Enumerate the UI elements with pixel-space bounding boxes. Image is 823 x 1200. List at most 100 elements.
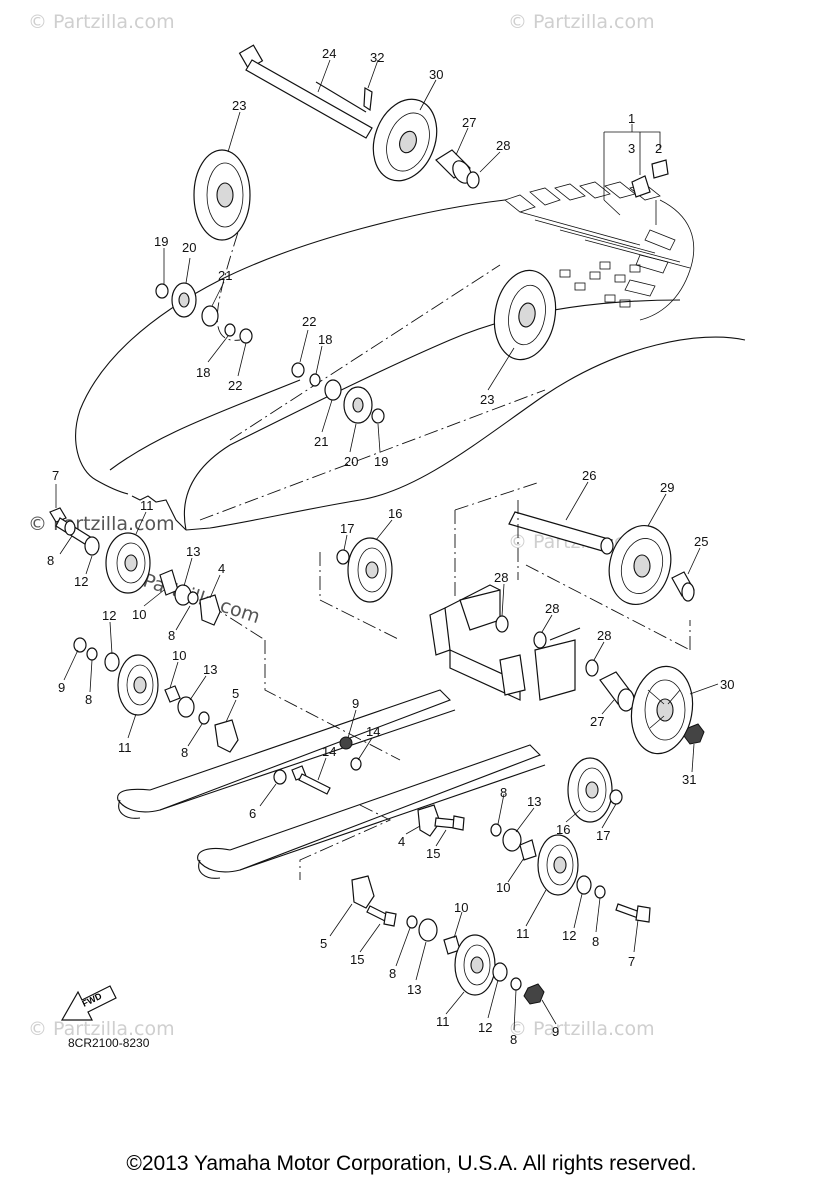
callout: 1: [628, 111, 635, 126]
callout: 10: [172, 648, 186, 663]
callout: 13: [407, 982, 421, 997]
wheel-23-right: [493, 269, 557, 361]
washer-14-a: [350, 757, 362, 771]
callout: 11: [516, 926, 530, 941]
spacer-13-c: [502, 828, 522, 852]
callout: 27: [590, 714, 604, 729]
washer-18: [224, 323, 236, 337]
callout: 16: [388, 506, 402, 521]
spacer-21: [201, 305, 219, 327]
washer-12-c: [576, 875, 592, 895]
callout: 12: [478, 1020, 492, 1035]
nut-31: [683, 723, 705, 745]
nut-19: [155, 283, 169, 299]
callout: 8: [389, 966, 396, 981]
callout: 18: [318, 332, 332, 347]
washer-14-b: [273, 769, 287, 785]
callout: 23: [232, 98, 246, 113]
bolt-7-right: [615, 903, 651, 923]
callout: 25: [694, 534, 708, 549]
callout: 28: [496, 138, 510, 153]
callout: 9: [352, 696, 359, 711]
callout: 8: [592, 934, 599, 949]
copyright-notice: ©2013 Yamaha Motor Corporation, U.S.A. A…: [126, 1152, 697, 1175]
callout: 30: [429, 67, 443, 82]
leader-lines: [55, 59, 719, 1031]
callout: 8: [168, 628, 175, 643]
collar-27-upper: [435, 149, 472, 184]
wheel-29: [608, 524, 672, 606]
callout: 22: [228, 378, 242, 393]
callout: 4: [218, 561, 225, 576]
callout: 20: [344, 454, 358, 469]
callout: 2: [655, 141, 662, 156]
callout: 15: [426, 846, 440, 861]
callout: 19: [374, 454, 388, 469]
wheel-16-upper: [347, 537, 393, 603]
washer-22b: [291, 362, 305, 378]
washer-12-b: [104, 652, 120, 672]
callout: 10: [454, 900, 468, 915]
bearing-20: [171, 282, 197, 318]
washer-18b: [309, 373, 321, 387]
callout: 12: [562, 928, 576, 943]
fwd-arrow-icon: FWD: [60, 985, 117, 1021]
washer-8-b: [187, 591, 199, 605]
bolt-6: [291, 765, 331, 795]
watermark: © Partzilla.com: [508, 1018, 655, 1040]
spacer-13-d: [418, 918, 438, 942]
callout: 17: [340, 521, 354, 536]
washer-8-h: [510, 977, 522, 991]
callout: 13: [203, 662, 217, 677]
callout: 8: [510, 1032, 517, 1047]
washer-12-a: [84, 536, 100, 556]
washer-8-f: [594, 885, 606, 899]
washer-22: [239, 328, 253, 344]
callout: 14: [322, 744, 336, 759]
collar-25: [671, 571, 695, 602]
wheel-30-upper: [372, 98, 438, 182]
wheel-16-lower: [567, 757, 613, 823]
callout: 19: [154, 234, 168, 249]
spacer-13-b: [177, 696, 195, 718]
bracket-4-b: [417, 804, 441, 837]
callout: 8: [500, 785, 507, 800]
bolt-15-a: [434, 815, 465, 831]
callout: 29: [660, 480, 674, 495]
callout: 22: [302, 314, 316, 329]
track-belt: [75, 181, 746, 531]
callout: 8: [47, 553, 54, 568]
suspension-frame: [429, 584, 581, 701]
callout: 9: [58, 680, 65, 695]
washer-28-b: [533, 631, 547, 649]
callout: 17: [596, 828, 610, 843]
wheel-11-a: [105, 532, 151, 594]
callout: 11: [118, 740, 132, 755]
callout: 28: [494, 570, 508, 585]
watermark: © Partzilla.com: [508, 11, 655, 33]
callout: 31: [682, 772, 696, 787]
callout: 21: [314, 434, 328, 449]
callout: 10: [132, 607, 146, 622]
wheel-23-left: [193, 149, 251, 241]
washer-8-a: [64, 520, 76, 536]
callout: 27: [462, 115, 476, 130]
callout: 28: [545, 601, 559, 616]
callout: 28: [597, 628, 611, 643]
callout: 8: [85, 692, 92, 707]
callout: 20: [182, 240, 196, 255]
wheel-11-d: [454, 934, 496, 996]
callout: 6: [249, 806, 256, 821]
washer-17-lower: [609, 789, 623, 805]
washer-8-c: [86, 647, 98, 661]
callout: 18: [196, 365, 210, 380]
callout: 7: [52, 468, 59, 483]
nut-17: [336, 549, 350, 565]
washer-8-e: [490, 823, 502, 837]
callout-labels: 24 32 30 27 28 1 3 2 23 19 20 21 18 22 2…: [47, 46, 734, 1047]
wheel-11-c: [537, 834, 579, 896]
callout: 8: [181, 745, 188, 760]
callout: 15: [350, 952, 364, 967]
nut-19b: [371, 408, 385, 424]
